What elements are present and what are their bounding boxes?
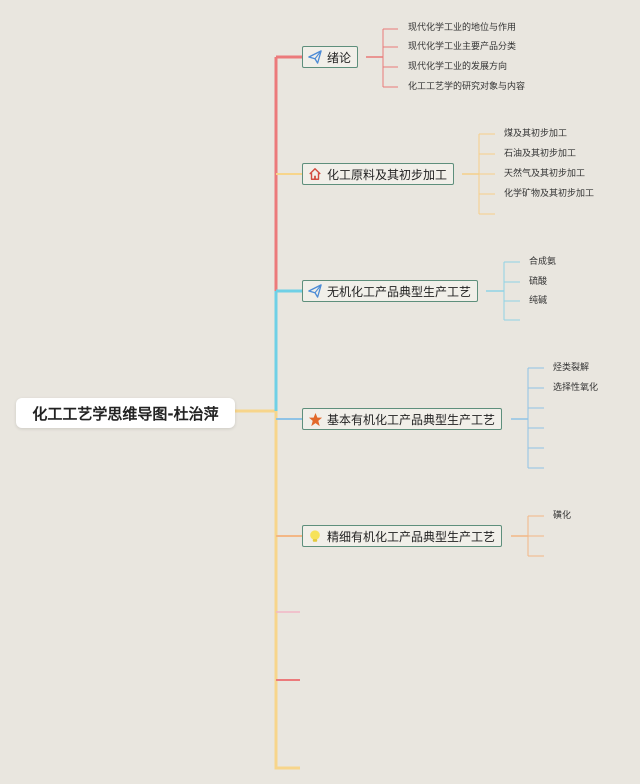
topic-raw-materials[interactable]: 化工原料及其初步加工 xyxy=(302,163,455,185)
subtopic[interactable]: 纯碱 xyxy=(529,296,548,306)
paper-plane-icon xyxy=(307,283,323,299)
subtopic[interactable]: 化学矿物及其初步加工 xyxy=(504,189,595,199)
topic-label: 基本有机化工产品典型生产工艺 xyxy=(327,412,496,427)
paper-plane-icon xyxy=(307,49,323,65)
topic-basic-organic[interactable]: 基本有机化工产品典型生产工艺 xyxy=(302,408,503,430)
bulb-icon xyxy=(307,528,323,544)
subtopic[interactable]: 现代化学工业的地位与作用 xyxy=(408,23,517,33)
topic-label: 化工原料及其初步加工 xyxy=(327,167,448,182)
topic-label: 绪论 xyxy=(327,50,352,65)
subtopic[interactable]: 烃类裂解 xyxy=(553,363,590,373)
subtopic[interactable]: 现代化学工业的发展方向 xyxy=(408,62,508,72)
topic-fine-organic[interactable]: 精细有机化工产品典型生产工艺 xyxy=(302,525,503,547)
subtopic[interactable]: 天然气及其初步加工 xyxy=(504,169,586,179)
subtopic[interactable]: 硫酸 xyxy=(529,277,548,287)
topic-label: 精细有机化工产品典型生产工艺 xyxy=(327,529,496,544)
subtopic[interactable]: 合成氨 xyxy=(529,257,557,267)
root-topic[interactable]: 化工工艺学思维导图-杜治萍 xyxy=(16,398,235,428)
star-icon xyxy=(307,411,323,427)
home-icon xyxy=(307,166,323,182)
topic-intro[interactable]: 绪论 xyxy=(302,46,359,68)
subtopic[interactable]: 化工工艺学的研究对象与内容 xyxy=(408,82,526,92)
subtopic[interactable]: 磺化 xyxy=(553,511,572,521)
subtopic[interactable]: 石油及其初步加工 xyxy=(504,149,577,159)
subtopic[interactable]: 选择性氧化 xyxy=(553,383,599,393)
topic-label: 无机化工产品典型生产工艺 xyxy=(327,284,472,299)
topic-inorganic[interactable]: 无机化工产品典型生产工艺 xyxy=(302,280,479,302)
subtopic[interactable]: 煤及其初步加工 xyxy=(504,129,568,139)
subtopic[interactable]: 现代化学工业主要产品分类 xyxy=(408,42,517,52)
